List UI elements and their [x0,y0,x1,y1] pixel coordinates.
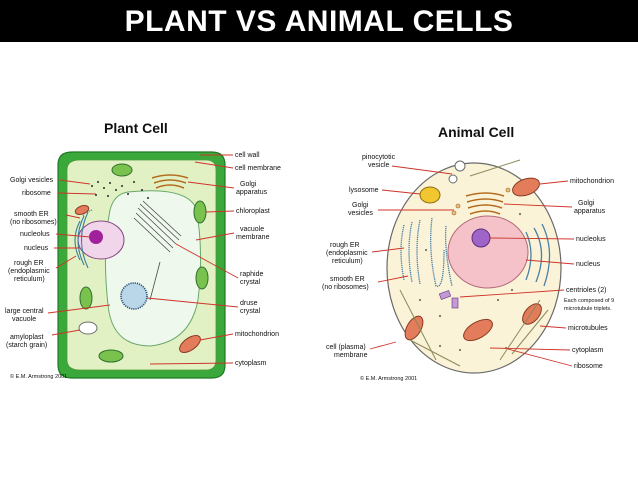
plant-cell-title: Plant Cell [104,120,168,136]
plant-label-smooth-er: smooth ER [14,211,49,218]
plant-label-ribosome: ribosome [22,190,51,197]
animal-label-nucleus: nucleus [576,261,601,268]
plant-label-cytoplasm: cytoplasm [235,360,267,367]
animal-golgi-apparatus [465,192,505,215]
plant-chloroplasts [79,163,209,363]
animal-label-mitochondrion: mitochondrion [570,178,614,185]
animal-label-centriole-note-2: microtubule triplets. [564,306,612,312]
plant-label-nucleolus: nucleolus [20,231,50,238]
plant-label-large-central: large central [5,308,44,315]
animal-label-apparatus: apparatus [574,208,606,215]
plant-label-rough-er: rough ER [14,260,44,267]
animal-label-golgi-r: Golgi [578,200,595,207]
plant-label-raphide: raphide [240,271,263,278]
animal-microtubules [399,159,549,367]
animal-copyright: © E.M. Armstrong 2001 [360,375,417,382]
plant-golgi-apparatus [151,174,189,189]
plant-cell-panel: Plant Cell [5,120,281,380]
animal-label-no-ribosomes: (no ribosomes) [322,284,369,291]
plant-label-mitochondrion: mitochondrion [235,331,279,338]
plant-label-cell-wall: cell wall [235,152,260,159]
animal-label-microtubules: microtubules [568,325,608,332]
plant-label-nucleus: nucleus [24,245,49,252]
animal-label-membrane: membrane [334,352,368,359]
animal-label-centriole-note-1: Each composed of 9 [564,298,614,304]
animal-cell-title: Animal Cell [438,124,514,140]
plant-label-vacuole-r: vacuole [240,226,264,233]
plant-label-amyloplast: amyloplast [10,334,44,341]
plant-copyright: © E.M. Armstrong 2001 [10,373,67,380]
animal-label-cell-plasma: cell (plasma) [326,344,366,351]
plant-label-golgi-vesicles: Golgi vesicles [10,177,54,184]
plant-amyloplast [78,321,98,335]
animal-pinocytotic-vesicle [448,160,466,184]
plant-label-vacuole: vacuole [12,316,36,323]
plant-label-apparatus: apparatus [236,189,268,196]
plant-label-chloroplast: chloroplast [236,208,270,215]
plant-label-raphide-crystal: crystal [240,279,261,286]
animal-label-golgi-vesicles: vesicles [348,210,373,217]
animal-label-vesicle: vesicle [368,162,390,169]
plant-label-druse: druse [240,300,258,307]
plant-label-cell-membrane: cell membrane [235,165,281,172]
animal-label-centrioles: centrioles (2) [566,287,606,294]
plant-label-druse-crystal: crystal [240,308,261,315]
animal-label-smooth-er: smooth ER [330,276,365,283]
plant-central-vacuole [104,190,202,347]
animal-label-lysosome: lysosome [349,187,379,194]
animal-label-pinocytotic: pinocytotic [362,154,396,161]
plant-label-membrane: membrane [236,234,270,241]
animal-nucleus [447,215,529,289]
animal-label-golgi: Golgi [352,202,369,209]
animal-smooth-er [525,223,551,287]
animal-lysosome [419,186,441,204]
plant-label-arrows [47,154,239,365]
animal-centrioles [438,290,459,309]
plant-label-reticulum: reticulum) [14,276,45,283]
plant-ribosomes [91,181,149,199]
animal-label-endoplasmic: (endoplasmic [326,250,368,257]
plant-druse-crystal [120,282,148,310]
animal-label-cytoplasm: cytoplasm [572,347,604,354]
title-banner: PLANT VS ANIMAL CELLS [0,0,638,42]
animal-label-rough-er: rough ER [330,242,360,249]
animal-rough-er [400,217,453,287]
page-title: PLANT VS ANIMAL CELLS [124,5,514,38]
plant-label-golgi: Golgi [240,181,257,188]
animal-label-arrows [369,165,575,367]
plant-label-endoplasmic: (endoplasmic [8,268,50,275]
animal-label-nucleolus: nucleolus [576,236,606,243]
plant-raphide-crystal [133,200,182,301]
animal-cell-panel: Animal Cell [322,124,614,382]
plant-label-no-ribosomes: (no ribosomes) [10,219,57,226]
plant-rough-er [74,209,93,269]
plant-nucleus [77,220,125,260]
animal-label-ribosome: ribosome [574,363,603,370]
animal-golgi-vesicles [451,187,511,216]
plant-label-starch-grain: (starch grain) [6,342,47,349]
plant-mitochondria [74,205,201,353]
animal-label-reticulum: reticulum) [332,258,363,265]
